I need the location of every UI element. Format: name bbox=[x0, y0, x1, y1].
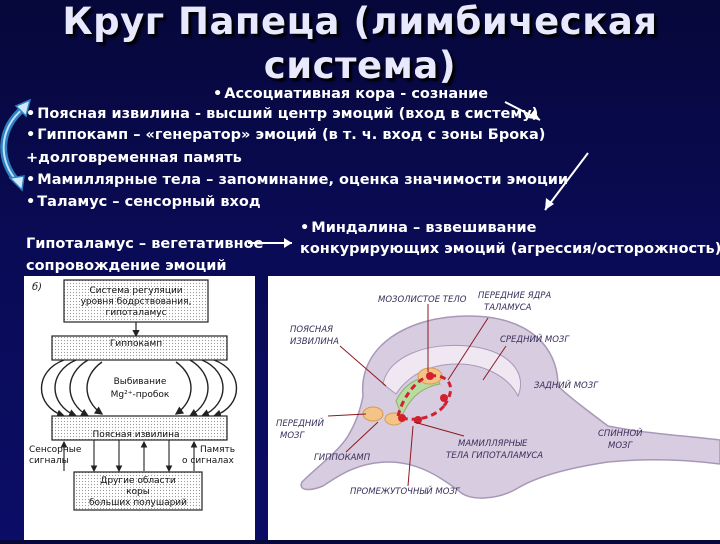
brain-diagram-panel: МОЗОЛИСТОЕ ТЕЛО ПЕРЕДНИЕ ЯДРА ТАЛАМУСА П… bbox=[268, 276, 720, 540]
label-cingulate-2: ИЗВИЛИНА bbox=[290, 337, 339, 347]
feedback-loops bbox=[42, 360, 237, 416]
box-arousal-line2: уровня бодрствования, bbox=[81, 297, 192, 307]
label-forebrain-2: МОЗГ bbox=[280, 431, 305, 441]
label-diencephalon: ПРОМЕЖУТОЧНЫЙ МОЗГ bbox=[350, 485, 461, 497]
box-other-cortex-line2: коры bbox=[126, 487, 150, 497]
label-hippocampus: ГИППОКАМП bbox=[314, 453, 371, 463]
bullet-amygdala: Миндалина – взвешивание bbox=[300, 218, 536, 239]
box-other-cortex-line1: Другие области bbox=[100, 476, 176, 486]
box-arousal-line1: Система регуляции bbox=[89, 286, 182, 296]
memory-label-line1: Память bbox=[200, 445, 235, 455]
hypothalamus-label-cont: сопровождение эмоций bbox=[26, 256, 227, 277]
box-hippocampus-label: Гиппокамп bbox=[110, 339, 162, 349]
label-anterior-nuclei-1: ПЕРЕДНИЕ ЯДРА bbox=[478, 291, 551, 301]
label-spinal-2: МОЗГ bbox=[608, 441, 633, 451]
slide-title-line1: Круг Папеца (лимбическая bbox=[0, 0, 720, 44]
label-cingulate-1: ПОЯСНАЯ bbox=[290, 325, 333, 335]
left-diagram-panel: б) Система регуляции уровня бодрствовани… bbox=[24, 276, 255, 540]
feedback-arrowhead-bottom bbox=[10, 176, 24, 190]
center-label-line1: Выбивание bbox=[114, 377, 167, 387]
label-midbrain: СРЕДНИЙ МОЗГ bbox=[500, 333, 570, 345]
bullet-thalamus: Таламус – сенсорный вход bbox=[26, 192, 261, 213]
label-mamillary-2: ТЕЛА ГИПОТАЛАМУСА bbox=[446, 451, 543, 461]
memory-label-line2: о сигналах bbox=[182, 456, 235, 466]
sensory-label-line2: сигналы bbox=[29, 456, 69, 466]
center-label-line2: Mg²⁺-пробок bbox=[111, 390, 170, 400]
diagram-label: б) bbox=[32, 281, 42, 293]
label-mamillary-1: МАМИЛЛЯРНЫЕ bbox=[458, 439, 528, 449]
sensory-label-line1: Сенсорные bbox=[29, 445, 82, 455]
label-anterior-nuclei-2: ТАЛАМУСА bbox=[484, 303, 532, 313]
label-spinal-1: СПИННОЙ bbox=[598, 427, 643, 439]
bullet-amygdala-cont: конкурирующих эмоций (агрессия/осторожно… bbox=[300, 239, 720, 260]
label-corpus-callosum: МОЗОЛИСТОЕ ТЕЛО bbox=[378, 295, 467, 305]
box-other-cortex-line3: больших полушарий bbox=[89, 498, 187, 508]
bullet-cingulate: Поясная извилина - высший центр эмоций (… bbox=[26, 104, 538, 125]
hypothalamus-label: Гипоталамус – вегетативное bbox=[26, 234, 263, 255]
brain-sagittal-diagram: МОЗОЛИСТОЕ ТЕЛО ПЕРЕДНИЕ ЯДРА ТАЛАМУСА П… bbox=[268, 276, 720, 540]
bullet-association-cortex: Ассоциативная кора - сознание bbox=[213, 84, 488, 105]
label-forebrain-1: ПЕРЕДНИЙ bbox=[276, 417, 325, 429]
label-hindbrain: ЗАДНИЙ МОЗГ bbox=[534, 379, 599, 391]
box-arousal-line3: гипоталамус bbox=[105, 308, 166, 318]
box-cingulate-label: Поясная извилина bbox=[92, 430, 179, 440]
bullet-hippocampus: Гиппокамп – «генератор» эмоций (в т. ч. … bbox=[26, 125, 545, 146]
bullet-mamillary: Мамиллярные тела – запоминание, оценка з… bbox=[26, 170, 568, 191]
papez-schema: б) Система регуляции уровня бодрствовани… bbox=[24, 276, 255, 540]
connection-lines bbox=[64, 440, 194, 471]
bullet-hippocampus-cont: +долговременная память bbox=[26, 148, 242, 169]
